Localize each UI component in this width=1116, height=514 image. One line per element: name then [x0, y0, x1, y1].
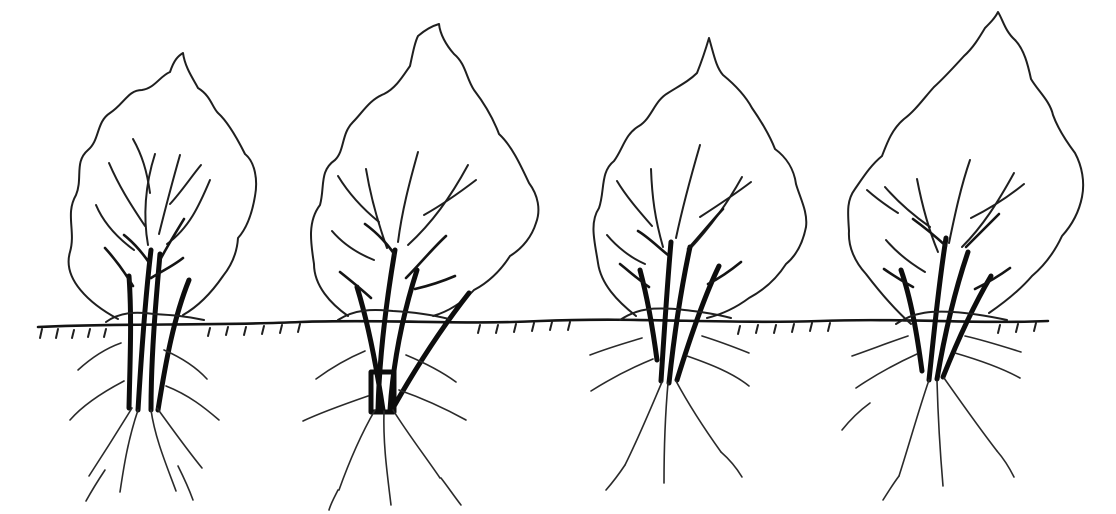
shrub-1-canopy-outline	[69, 53, 256, 319]
shrub-2-canopy-outline	[311, 24, 538, 316]
shrub-4	[842, 12, 1083, 500]
shrub-4-canopy-outline	[848, 12, 1083, 324]
shrub-3	[590, 38, 806, 490]
shrub-3-canopy-outline	[593, 38, 806, 318]
shrub-1	[69, 53, 256, 501]
shrub-2	[303, 24, 538, 510]
shrub-4-stem-main	[929, 238, 946, 380]
